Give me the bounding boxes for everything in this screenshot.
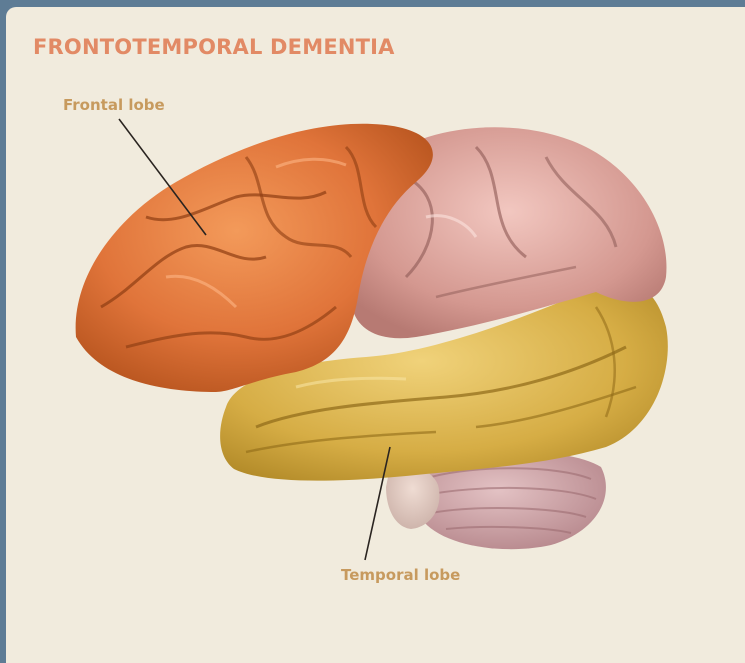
figure-panel: FRONTOTEMPORAL DEMENTIA: [6, 7, 745, 663]
frontal-lobe-label: Frontal lobe: [63, 96, 165, 114]
temporal-lobe-label: Temporal lobe: [341, 566, 460, 584]
